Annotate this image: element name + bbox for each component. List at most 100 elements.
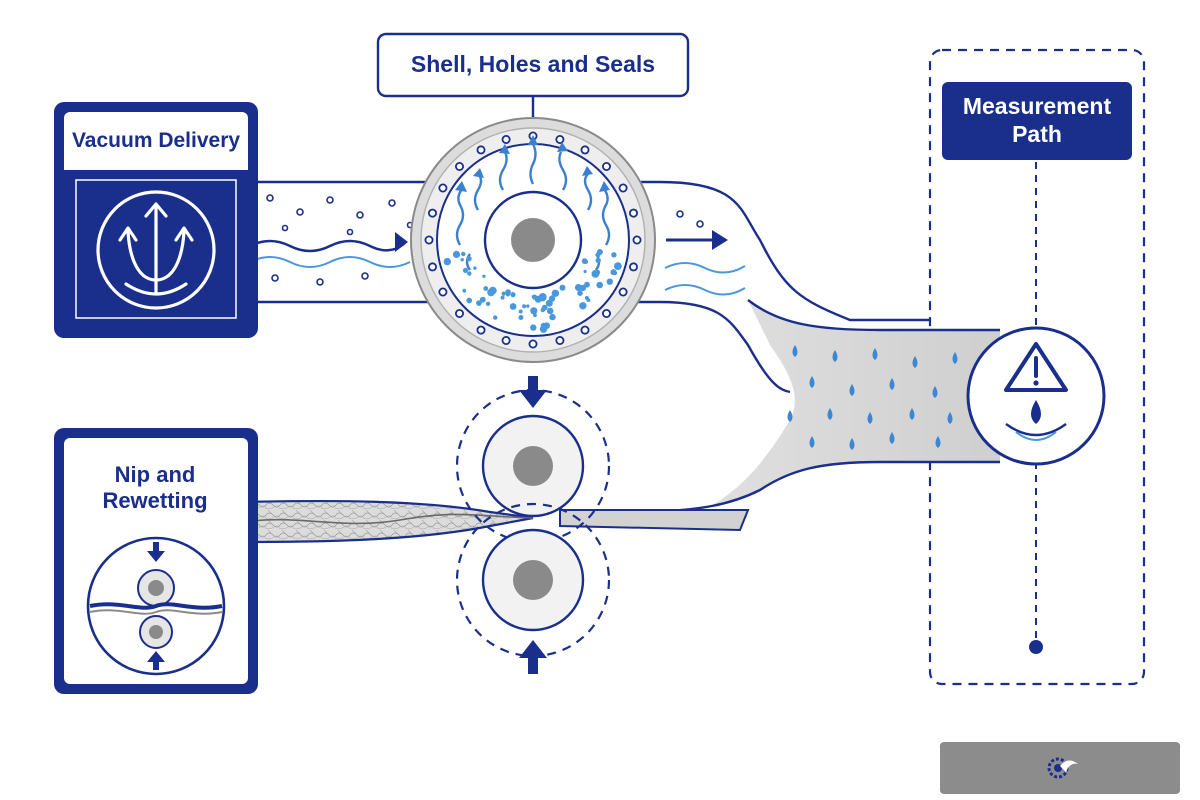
water-dot: [505, 292, 510, 297]
nip-rewetting-mini-icon: [86, 536, 226, 676]
water-dot: [510, 292, 516, 298]
water-drops: [787, 345, 958, 450]
pressed-web-exit: [559, 509, 750, 532]
shell-hole: [580, 145, 590, 155]
water-dot: [476, 300, 482, 306]
shell-hole: [501, 335, 511, 345]
water-dot: [509, 303, 517, 310]
water-dot: [549, 313, 556, 321]
water-dot: [583, 269, 587, 274]
suction-wavy-arrows: [455, 143, 611, 271]
water-dot: [518, 315, 524, 320]
water-dot: [462, 288, 467, 293]
vacuum-delivery-label: Vacuum Delivery: [71, 129, 241, 153]
suction-water-dots: [443, 249, 622, 333]
shell-hole: [454, 161, 464, 171]
nip-press-arrow-bottom: [519, 640, 547, 674]
water-dot: [473, 266, 477, 270]
shell-hole: [501, 134, 511, 144]
water-dot: [612, 270, 618, 276]
felt-web-top-line: [241, 499, 534, 520]
shell-hole: [602, 161, 612, 171]
shell-hole: [424, 235, 434, 245]
water-dot: [543, 322, 550, 330]
water-dot: [611, 252, 617, 258]
water-dot: [453, 252, 458, 257]
shell-hole: [427, 262, 437, 272]
shell-hole: [618, 287, 628, 297]
vacuum-flow-particles: [266, 194, 704, 286]
water-dot: [546, 307, 554, 315]
water-dot: [461, 251, 466, 257]
water-dot: [526, 304, 530, 308]
shell-holes: [424, 131, 642, 349]
water-dot: [577, 290, 583, 297]
shell-holes-seals-label: Shell, Holes and Seals: [410, 51, 656, 78]
nip-roll-top: [455, 388, 611, 544]
shell-hole: [476, 325, 486, 335]
water-dot: [530, 324, 537, 331]
measurement-path-label: Measurement Path: [962, 93, 1112, 147]
shell-hole: [438, 287, 448, 297]
merged-water-band: [560, 300, 1000, 522]
upper-flow-channel-bottom: [242, 300, 791, 394]
water-dot: [538, 293, 547, 301]
water-dot: [584, 259, 589, 264]
shell-hole: [602, 308, 612, 318]
water-dot: [579, 302, 587, 310]
water-dot: [485, 301, 491, 306]
water-dot: [518, 309, 523, 314]
flow-arrow-in: [395, 232, 408, 252]
water-dot: [460, 258, 464, 262]
nip-roll-bottom: [455, 502, 611, 658]
water-dot: [483, 286, 489, 291]
water-dot: [522, 304, 527, 309]
felt-web-bottom-line: [241, 516, 534, 544]
water-dot: [574, 284, 582, 291]
water-dot: [530, 307, 538, 315]
water-dot: [596, 249, 603, 255]
vacuum-icon-frame: [75, 179, 237, 319]
nip-press-arrow-top: [519, 376, 547, 408]
water-dot: [541, 304, 548, 311]
water-dot: [466, 256, 472, 262]
water-dot: [532, 294, 538, 300]
shell-hole: [629, 208, 639, 218]
suction-roll-core: [483, 190, 583, 290]
water-dot: [467, 271, 472, 276]
shell-hole: [629, 262, 639, 272]
gear-wave-logo-icon: [1047, 757, 1078, 779]
merged-band-top-edge: [747, 299, 1000, 332]
suction-arrowheads: [455, 135, 610, 192]
measurement-end-dot: [1029, 640, 1043, 654]
shell-hole: [555, 134, 565, 144]
upward-branching-arrows-icon: [96, 190, 216, 310]
water-dot: [595, 257, 601, 264]
shell-hole: [555, 335, 565, 345]
vacuum-flow-waves: [249, 239, 746, 296]
water-dot: [551, 289, 560, 297]
shell-hole: [438, 183, 448, 193]
water-dot: [559, 284, 566, 291]
flow-arrow-out: [712, 230, 728, 250]
water-dot: [443, 257, 451, 266]
shell-hole: [580, 325, 590, 335]
water-dot: [614, 262, 622, 270]
shell-hole: [618, 183, 628, 193]
water-dot: [594, 269, 601, 275]
water-dot: [500, 295, 505, 300]
measurement-path-header: [942, 82, 1132, 160]
shell-hole: [632, 235, 642, 245]
shell-hole: [528, 339, 538, 349]
shell-hole: [427, 208, 437, 218]
water-dot: [548, 295, 556, 302]
water-dot: [479, 296, 486, 303]
water-dot: [493, 315, 498, 320]
water-dot: [606, 278, 613, 285]
upper-flow-channel: [242, 180, 930, 322]
water-dot: [462, 267, 469, 273]
web-center-line: [241, 513, 534, 525]
water-dot: [482, 274, 486, 278]
